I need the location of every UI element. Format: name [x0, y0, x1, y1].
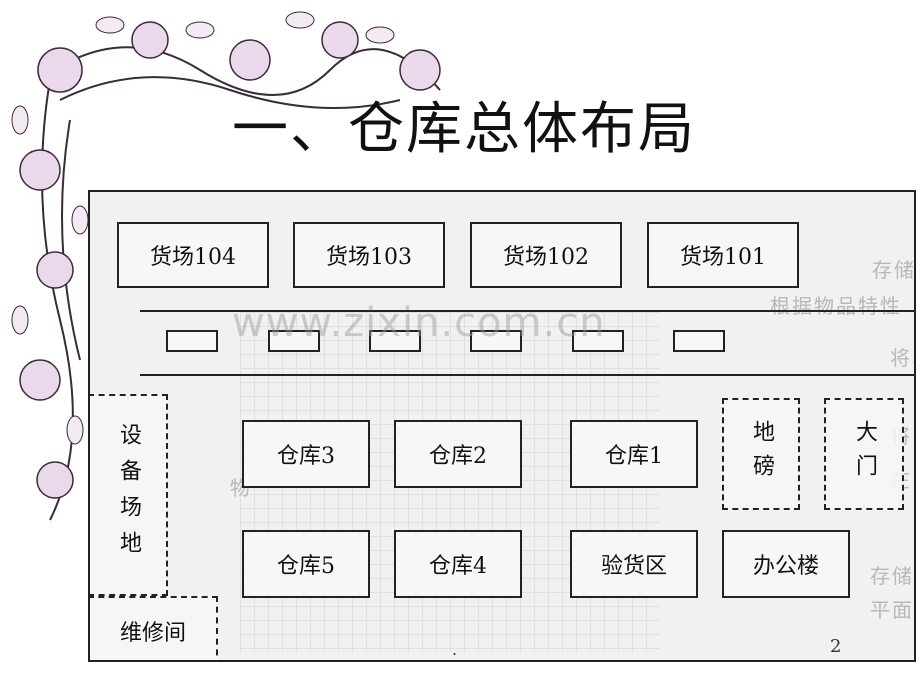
- inspection-area: 验货区: [570, 530, 698, 598]
- page-number: 2: [830, 636, 842, 657]
- bg-text: 平面: [870, 598, 914, 622]
- bg-text: 存储: [870, 564, 914, 588]
- yard-102: 货场102: [470, 222, 622, 288]
- road-marker: [268, 330, 320, 352]
- yard-103: 货场103: [293, 222, 445, 288]
- yard-104: 货场104: [117, 222, 269, 288]
- bg-text: 存储区: [872, 258, 916, 282]
- warehouse-4: 仓库4: [394, 530, 522, 598]
- weighbridge: 地磅: [722, 398, 800, 510]
- warehouse-layout-plan: 存储区 根据物品特性 将单 将 在 物 存储 平面 货场104 货场103 货场…: [88, 190, 916, 662]
- slide-title: 一、仓库总体布局: [232, 97, 696, 162]
- gate-label: 大门: [852, 420, 877, 488]
- warehouse-5: 仓库5: [242, 530, 370, 598]
- equipment-area-label: 设备场地: [115, 423, 141, 567]
- yard-101: 货场101: [647, 222, 799, 288]
- floral-decoration: [11, 11, 441, 521]
- gate: 大门: [824, 398, 904, 510]
- weighbridge-label: 地磅: [749, 420, 774, 488]
- warehouse-1: 仓库1: [570, 420, 698, 488]
- road-line-lower: [140, 374, 914, 376]
- road-marker: [572, 330, 624, 352]
- road-marker: [673, 330, 725, 352]
- road-marker: [470, 330, 522, 352]
- watermark: www.zixin.com.cn: [232, 300, 606, 346]
- bg-text: 将单: [890, 346, 914, 370]
- road-marker: [369, 330, 421, 352]
- office-building: 办公楼: [722, 530, 850, 598]
- equipment-area: 设备场地: [90, 394, 168, 596]
- bg-text: 根据物品特性: [770, 294, 902, 318]
- repair-room: 维修间: [90, 596, 218, 660]
- warehouse-3: 仓库3: [242, 420, 370, 488]
- warehouse-2: 仓库2: [394, 420, 522, 488]
- road-line-upper: [140, 310, 914, 312]
- road-marker: [166, 330, 218, 352]
- footer-dot: .: [452, 640, 458, 659]
